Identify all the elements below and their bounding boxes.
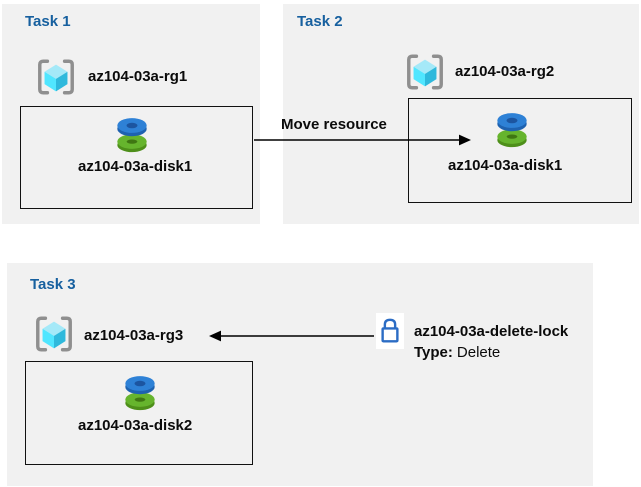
- lock-type-key: Type:: [414, 344, 453, 361]
- task3-resource-group-label: az104-03a-rg3: [84, 327, 184, 344]
- disk-icon: [113, 117, 151, 153]
- resource-group-icon: [404, 51, 446, 93]
- task3-title: Task 3: [30, 276, 76, 293]
- disk-icon: [493, 112, 531, 148]
- disk-icon: [121, 375, 159, 411]
- task2-resource-box: [408, 98, 632, 203]
- task2-panel: [283, 4, 639, 224]
- task2-resource-group-label: az104-03a-rg2: [455, 63, 555, 80]
- task1-disk-label: az104-03a-disk1: [78, 158, 193, 175]
- lock-icon: [376, 313, 404, 349]
- task3-panel: [7, 263, 593, 486]
- resource-group-icon: [35, 56, 77, 98]
- lock-type-line: Type:Delete: [414, 344, 500, 361]
- task2-disk-label: az104-03a-disk1: [448, 157, 563, 174]
- task1-resource-box: [20, 106, 253, 209]
- move-resource-label: Move resource: [281, 116, 387, 133]
- task1-title: Task 1: [25, 13, 71, 30]
- task2-title: Task 2: [297, 13, 343, 30]
- task1-resource-group-label: az104-03a-rg1: [88, 68, 188, 85]
- lock-name-label: az104-03a-delete-lock: [414, 323, 569, 340]
- task3-resource-box: [25, 361, 253, 465]
- task3-disk-label: az104-03a-disk2: [78, 417, 193, 434]
- resource-group-icon: [33, 313, 75, 355]
- task1-panel: [2, 4, 260, 224]
- lock-type-value: Delete: [456, 344, 501, 361]
